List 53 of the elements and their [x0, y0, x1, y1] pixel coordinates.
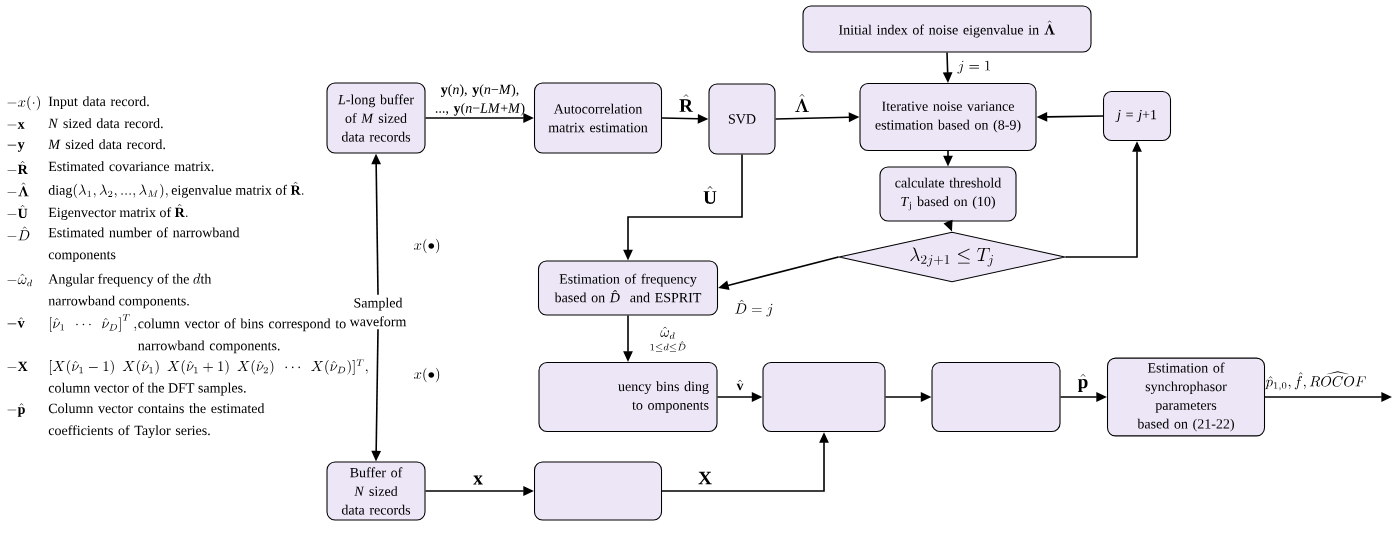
- edge-label: $\mathbf{x}$: [473, 475, 483, 485]
- description: Input data record.: [48, 96, 149, 109]
- edge-label: $\hat{D}=j$: [735, 299, 773, 317]
- symbol: $-\mathbf{y}$: [7, 142, 25, 152]
- process-box: Iterative noise variance estimation based on (8-9): [859, 82, 1037, 152]
- description: $\text{Angular frequency of the }d\text{th}$: [48, 273, 212, 287]
- edge-label: $\hat{\mathbf{p}}$: [1077, 373, 1088, 393]
- description: Estimated number of narrowband components: [48, 227, 240, 263]
- symbol: $-\hat{\mathbf{R}}$: [7, 160, 28, 174]
- edge-label: $\hat{p}_{1,0},\hat{f},\widehat{ROCOF}$: [1265, 371, 1366, 391]
- description: column vector of bins correspond to narrowband components.: [138, 318, 346, 354]
- process-box: [931, 361, 1061, 433]
- symbol: $-\mathbf{X}$: [7, 361, 28, 371]
- edge-label: $\hat{\boldsymbol{\Lambda}}$: [795, 93, 809, 113]
- formula: $[X(\hat{\nu}_1-1)\ \ X(\hat{\nu}_1)\ \ X(\hat{\nu}_1+1)\ \ X(\hat{\nu}_2)\ \ \cdots\ \ X(\hat{\nu}_D)]^T,$: [50, 359, 368, 375]
- edge-label: $\mathbf{X}$: [698, 471, 712, 485]
- edge-label: $\hat{\mathbf{U}}$: [703, 186, 717, 204]
- process-box: calculate threshold T$_{j}$ based on (10): [879, 166, 1017, 222]
- description: Estimated covariance matrix.: [48, 161, 214, 172]
- symbol: $-\hat{\omega}_d$: [7, 273, 33, 287]
- symbol: $-\hat{\mathbf{v}}$: [7, 317, 25, 328]
- description: narrowband components.: [48, 295, 189, 309]
- description: $\text{Eigenvector matrix of }\hat{\mathbf{R}}.$: [48, 204, 188, 220]
- process-box: Estimation of frequency based on D̂ and ESPRIT: [537, 260, 719, 316]
- process-box: Autocorrelation matrix estimation: [533, 82, 663, 154]
- symbol: $-\hat{\mathbf{U}}$: [7, 204, 28, 219]
- process-box: j = j+1: [1102, 90, 1172, 142]
- description: Column vector contains the estimated coefficients of Taylor series.: [48, 403, 265, 438]
- description: N sized data record.: [48, 118, 163, 129]
- process-box: Estimation of synchrophasor parameters based on (21-22): [1106, 357, 1266, 437]
- description: M sized data record.: [48, 139, 165, 150]
- process-box: $\text{Initial index of noise eigenvalue in }\hat{\boldsymbol{\Lambda}}$: [802, 5, 1092, 53]
- symbol: $-\hat{D}$: [7, 226, 30, 241]
- symbol: $-\hat{\boldsymbol{\Lambda}}$: [7, 182, 29, 197]
- process-box: Buffer of N sized data records: [326, 461, 426, 521]
- edge-label: $\hat{\mathbf{v}}$: [736, 379, 744, 391]
- symbol: $-\mathbf{x}$: [7, 122, 25, 129]
- description: $\mathrm{diag}(\lambda_1,\lambda_2,...,\lambda_M),\text{eigenvalue matrix of }\hat{\mathbf{R}}.$: [48, 181, 304, 199]
- process-box: L-long buffer of M sized data records: [326, 82, 426, 154]
- symbol: $-\hat{\mathbf{p}}$: [7, 403, 25, 417]
- process-box: SVD: [708, 83, 776, 155]
- edge-label: $\hat{\mathbf{R}}$: [679, 94, 694, 112]
- formula: $\left[\hat{\nu}_1\ \ \cdots\ \ \hat{\nu}_D\right]^T,$: [50, 314, 137, 332]
- edge-label: $x(\bullet)$: [414, 238, 440, 254]
- process-box: [762, 361, 886, 433]
- process-box: uency bins ding to omponents: [538, 361, 718, 433]
- process-box: [533, 461, 663, 521]
- description: column vector of the DFT samples.: [48, 382, 246, 396]
- edge-label: $\underset{1\le d\le\hat{D}}{\hat{\omega}_d}$: [650, 326, 686, 352]
- symbol: $-x(\cdot)$: [7, 95, 40, 111]
- edge-label: $j=1$: [957, 60, 990, 74]
- edge-label: $x(\bullet)$: [414, 367, 440, 383]
- edge-label: y(n), y(n−M), ..., y(n−LM+M): [435, 84, 525, 116]
